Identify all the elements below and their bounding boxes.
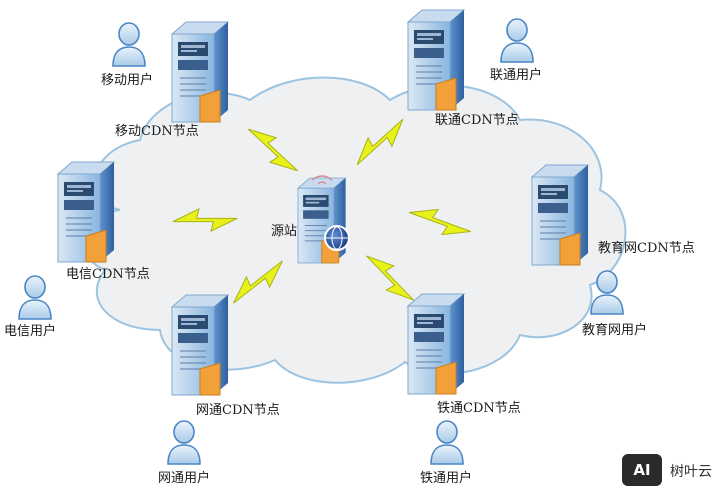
railcom-user-icon xyxy=(430,420,464,465)
mobile-cdn-node-label: 移动CDN节点 xyxy=(115,124,199,139)
telecom-cdn-server xyxy=(57,161,115,263)
router-icon xyxy=(311,175,333,185)
watermark-badge: AI xyxy=(622,454,662,486)
netcom-user-icon xyxy=(167,420,201,465)
edu-user-label: 教育网用户 xyxy=(582,323,648,338)
unicom-cdn-server xyxy=(407,9,465,111)
unicom-user-label: 联通用户 xyxy=(490,68,543,83)
railcom-cdn-node-label: 铁通CDN节点 xyxy=(437,401,521,416)
mobile-cdn-server xyxy=(171,21,229,123)
globe-icon xyxy=(324,225,350,251)
telecom-cdn-node-label: 电信CDN节点 xyxy=(66,267,150,282)
netcom-cdn-node-label: 网通CDN节点 xyxy=(196,403,280,418)
netcom-user-label: 网通用户 xyxy=(158,471,211,486)
edu-cdn-server xyxy=(531,164,589,266)
unicom-user-icon xyxy=(500,18,534,63)
watermark: AI 树叶云 xyxy=(622,454,722,488)
source-label: 源站 xyxy=(271,224,298,239)
mobile-user-label: 移动用户 xyxy=(101,73,154,88)
telecom-user-icon xyxy=(18,275,52,320)
unicom-cdn-node-label: 联通CDN节点 xyxy=(435,113,519,128)
telecom-user-label: 电信用户 xyxy=(4,324,57,339)
watermark-text: 树叶云 xyxy=(670,464,712,480)
railcom-user-label: 铁通用户 xyxy=(420,471,473,486)
edu-cdn-node-label: 教育网CDN节点 xyxy=(598,241,695,256)
railcom-cdn-server xyxy=(407,293,465,395)
netcom-cdn-server xyxy=(171,294,229,396)
mobile-user-icon xyxy=(112,22,146,67)
